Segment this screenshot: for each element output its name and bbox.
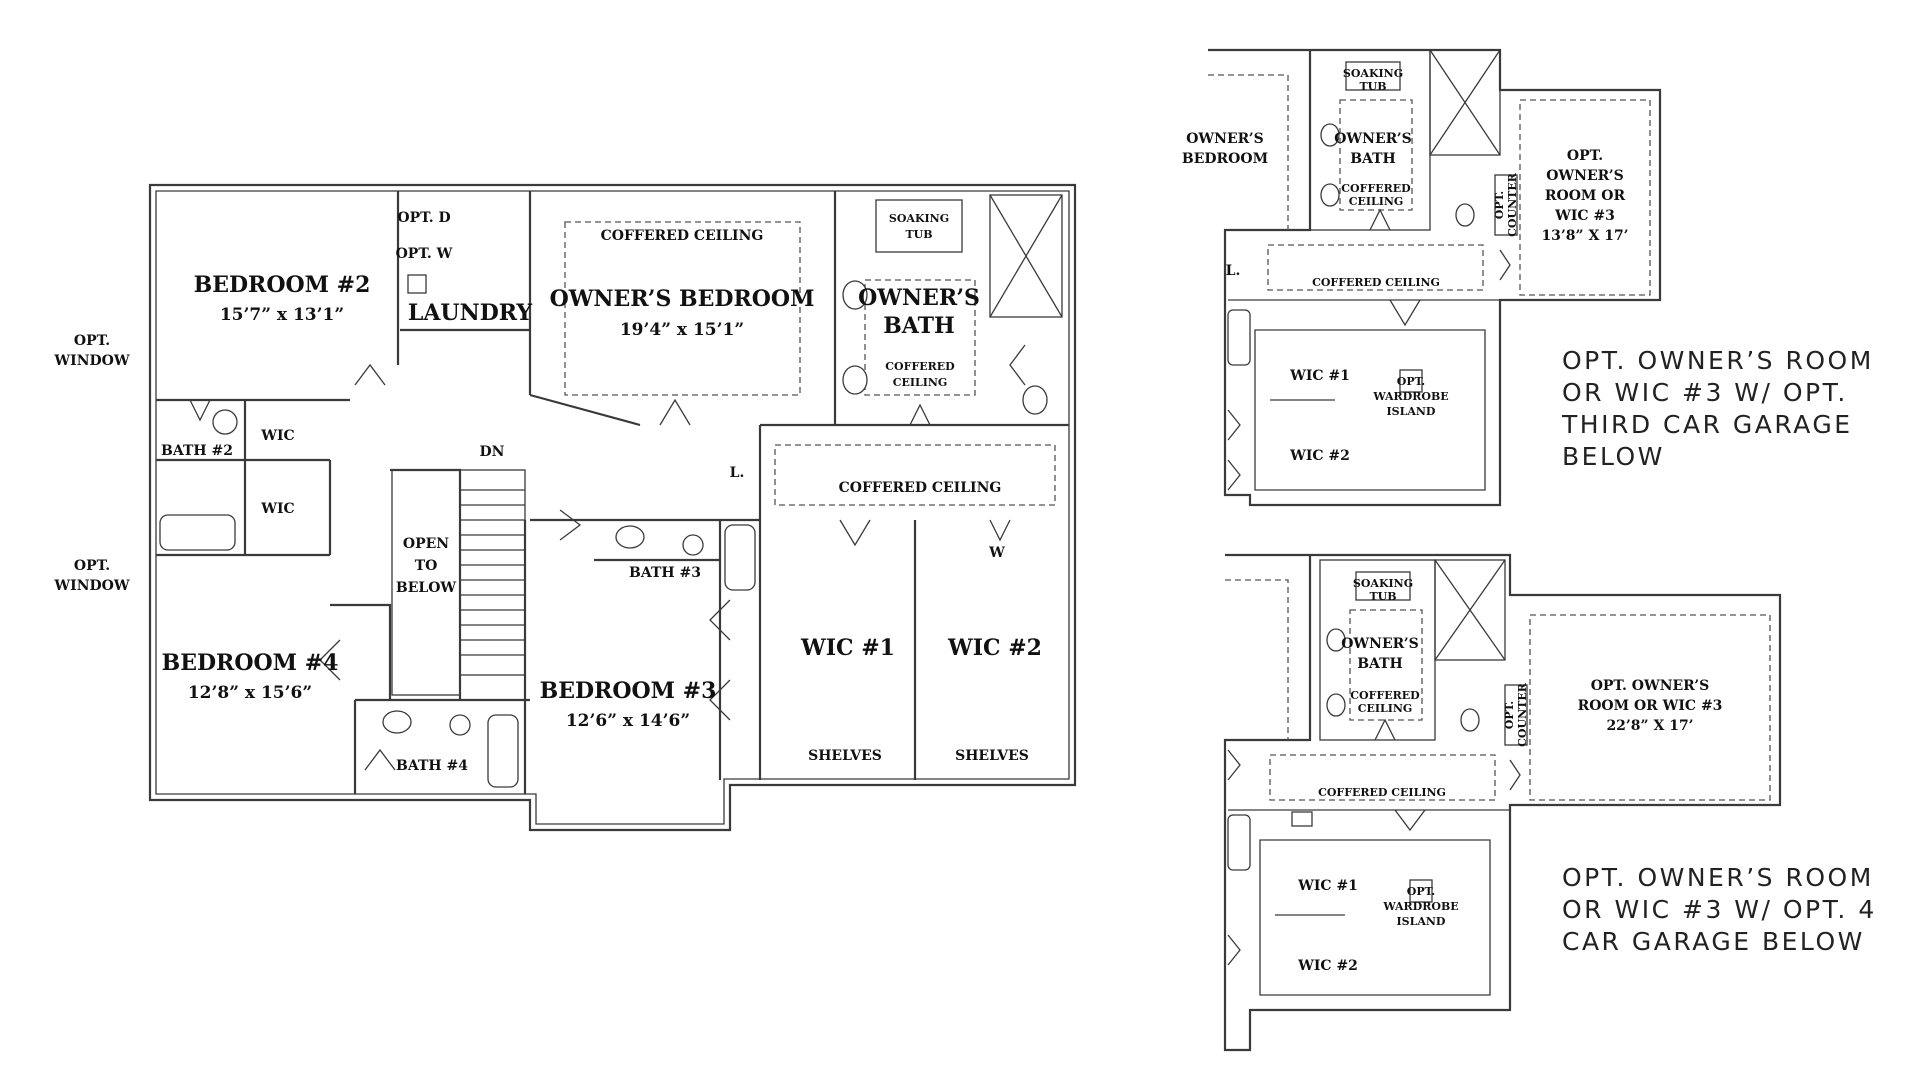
linen-label: L. xyxy=(730,465,745,481)
opt-a-island-label-2: WARDROBE xyxy=(1372,390,1448,403)
wic-label-b: WIC xyxy=(260,501,294,517)
soaking-tub-label-1: SOAKING xyxy=(889,212,949,225)
opt-a-owners-bath-label-2: BATH xyxy=(1350,151,1396,167)
opt-a-owners-bedroom-label-1: OWNER’S xyxy=(1186,131,1264,147)
coffered-ceiling-owner-bedroom xyxy=(564,221,801,396)
opt-a-owners-bedroom-label-2: BEDROOM xyxy=(1182,151,1268,167)
opt-window-label-2a: OPT. xyxy=(74,558,110,574)
owners-bedroom-dimensions: 19’4” x 15’1” xyxy=(620,320,744,340)
stairs-down-label: DN xyxy=(480,444,505,460)
door-swings xyxy=(189,344,1026,771)
owners-bath-label-1: OWNER’S xyxy=(858,285,980,311)
shelves1-label: SHELVES xyxy=(808,748,882,764)
bedroom2-dimensions: 15’7” x 13’1” xyxy=(220,305,344,325)
washer-mark-label: W xyxy=(988,545,1005,561)
coffered-ceiling-owner-bath xyxy=(864,279,976,396)
opt-b-tub-label: TUB xyxy=(1369,590,1396,603)
opt-a-room-label-3: ROOM OR xyxy=(1545,188,1626,204)
option-b-caption-line-3: CAR GARAGE BELOW xyxy=(1562,927,1865,956)
bath2-label: BATH #2 xyxy=(161,443,233,459)
open-to-below-label-1: OPEN xyxy=(403,536,449,552)
opt-b-room-label-3: 22’8” X 17’ xyxy=(1606,718,1693,734)
opt-b-island-label-3: ISLAND xyxy=(1397,915,1446,928)
bedroom4-dimensions: 12’8” x 15’6” xyxy=(188,683,312,703)
opt-b-island-label-2: WARDROBE xyxy=(1382,900,1458,913)
wic1-label: WIC #1 xyxy=(800,635,895,661)
opt-a-island-label-1: OPT. xyxy=(1397,375,1425,388)
opt-a-wic1-label: WIC #1 xyxy=(1289,368,1350,384)
opt-a-counter-label-1: OPT. xyxy=(1493,191,1506,219)
bath-coffered-label-2: CEILING xyxy=(893,376,948,389)
wic-label-a: WIC xyxy=(260,428,294,444)
opt-b-coffered-label-2: CEILING xyxy=(1358,702,1413,715)
opt-a-wic2-label: WIC #2 xyxy=(1289,448,1350,464)
option-a-caption-line-2: OR WIC #3 W/ OPT. xyxy=(1562,378,1848,407)
opt-b-counter-label-2: COUNTER xyxy=(1516,682,1529,747)
wic2-label: WIC #2 xyxy=(947,635,1042,661)
opt-b-owners-bath-label-2: BATH xyxy=(1357,656,1403,672)
opt-window-label-2b: WINDOW xyxy=(53,578,129,594)
opt-b-wic1-label: WIC #1 xyxy=(1297,878,1358,894)
opt-a-coffered-label-2: CEILING xyxy=(1349,195,1404,208)
opt-a-room-label-5: 13’8” X 17’ xyxy=(1541,228,1628,244)
opt-a-coffered-label-1: COFFERED xyxy=(1341,182,1411,195)
opt-b-owners-bath-label-1: OWNER’S xyxy=(1341,636,1419,652)
coffered-ceiling-hall-label: COFFERED CEILING xyxy=(839,480,1002,496)
bedroom3-dimensions: 12’6” x 14’6” xyxy=(566,711,690,731)
opt-b-room-label-2: ROOM OR WIC #3 xyxy=(1578,698,1723,714)
opt-a-room-label-2: OWNER’S xyxy=(1546,168,1624,184)
coffered-ceiling-owner-label: COFFERED CEILING xyxy=(601,228,764,244)
open-to-below-label-2: TO xyxy=(415,558,438,574)
option-b-caption-line-1: OPT. OWNER’S ROOM xyxy=(1562,863,1874,892)
soaking-tub-label-2: TUB xyxy=(905,228,932,241)
bedroom3-label: BEDROOM #3 xyxy=(540,678,717,704)
opt-a-coffered-ceiling-label: COFFERED CEILING xyxy=(1312,276,1440,289)
owners-bath-label-2: BATH xyxy=(883,313,955,339)
option-a-caption-line-3: THIRD CAR GARAGE xyxy=(1562,410,1853,439)
opt-a-tub-label: TUB xyxy=(1359,80,1386,93)
bedroom4-label: BEDROOM #4 xyxy=(162,650,339,676)
opt-window-label-1a: OPT. xyxy=(74,333,110,349)
opt-b-soaking-label: SOAKING xyxy=(1353,577,1413,590)
bath-fixtures xyxy=(159,194,1063,788)
option-b-caption: OPT. OWNER’S ROOM OR WIC #3 W/ OPT. 4 CA… xyxy=(1562,862,1902,958)
coffered-ceiling-hall xyxy=(774,444,1056,506)
opt-b-coffered-ceiling-label: COFFERED CEILING xyxy=(1318,786,1446,799)
option-b-caption-line-2: OR WIC #3 W/ OPT. 4 xyxy=(1562,895,1877,924)
staircase xyxy=(391,469,526,696)
opt-a-island-label-3: ISLAND xyxy=(1387,405,1436,418)
opt-b-counter-label-1: OPT. xyxy=(1503,701,1516,729)
opt-a-counter-label-2: COUNTER xyxy=(1506,172,1519,237)
bath3-label: BATH #3 xyxy=(629,565,701,581)
open-to-below-label-3: BELOW xyxy=(396,580,457,596)
bath-coffered-label-1: COFFERED xyxy=(885,360,955,373)
opt-b-room-label-1: OPT. OWNER’S xyxy=(1591,678,1710,694)
option-a-caption-line-4: BELOW xyxy=(1562,442,1665,471)
opt-a-owners-bath-label-1: OWNER’S xyxy=(1334,131,1412,147)
owners-bedroom-label: OWNER’S BEDROOM xyxy=(550,286,815,312)
opt-a-room-label-4: WIC #3 xyxy=(1554,208,1615,224)
main-exterior-wall xyxy=(148,183,1077,832)
bath4-label: BATH #4 xyxy=(396,758,468,774)
option-a-caption-line-1: OPT. OWNER’S ROOM xyxy=(1562,346,1874,375)
opt-a-room-label-1: OPT. xyxy=(1567,148,1603,164)
main-floor-plan: BEDROOM #2 15’7” x 13’1” OPT. D OPT. W L… xyxy=(53,183,1077,832)
option-a-plan: SOAKING TUB OWNER’S BEDROOM OWNER’S BATH… xyxy=(1182,48,1662,507)
opt-window-label-1b: WINDOW xyxy=(53,353,129,369)
opt-a-soaking-label: SOAKING xyxy=(1343,67,1403,80)
opt-b-island-label-1: OPT. xyxy=(1407,885,1435,898)
opt-b-wic2-label: WIC #2 xyxy=(1297,958,1358,974)
opt-b-coffered-label-1: COFFERED xyxy=(1350,689,1420,702)
bedroom2-label: BEDROOM #2 xyxy=(194,272,371,298)
option-a-caption: OPT. OWNER’S ROOM OR WIC #3 W/ OPT. THIR… xyxy=(1562,345,1902,473)
opt-a-linen-label: L. xyxy=(1226,263,1241,279)
shelves2-label: SHELVES xyxy=(955,748,1029,764)
option-b-plan: SOAKING TUB OWNER’S BATH COFFERED CEILIN… xyxy=(1223,553,1782,1052)
opt-washer-label: OPT. W xyxy=(396,246,453,262)
opt-dryer-label: OPT. D xyxy=(397,210,450,226)
laundry-label: LAUNDRY xyxy=(408,300,533,326)
